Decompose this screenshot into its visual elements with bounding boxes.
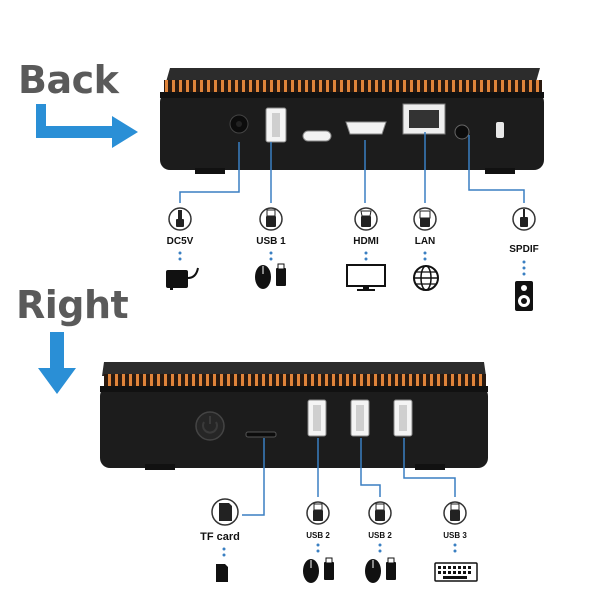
ethernet-plug-icon (412, 203, 438, 240)
usb-plug-icon (258, 203, 284, 240)
port-label-dc5v: DC5V (166, 236, 194, 247)
right-title: Right (16, 283, 129, 327)
speaker-icon (514, 280, 534, 317)
sd-card-icon (210, 497, 240, 532)
arrow-right-icon (36, 104, 138, 148)
micro-sd-icon (214, 562, 230, 589)
usb-plug-icon-2b (367, 497, 393, 534)
port-label-spdif: SPDIF (509, 244, 539, 255)
mouse-and-usb-stick-icon (252, 262, 292, 295)
port-label-usb1: USB 1 (256, 236, 286, 247)
back-title: Back (18, 58, 119, 102)
monitor-icon (346, 264, 386, 297)
dc-plug-icon (168, 203, 192, 240)
globe-icon (412, 264, 440, 297)
keyboard-icon (434, 562, 478, 587)
port-label-usb3: USB 3 (443, 531, 467, 540)
device-back-view (160, 68, 544, 174)
arrow-down-icon (38, 332, 76, 394)
port-label-usb2a: USB 2 (306, 531, 330, 540)
audio-plug-icon (511, 203, 537, 240)
mouse-and-usb-stick-icon-2a (300, 556, 340, 589)
usb-plug-icon-2a (305, 497, 331, 534)
usb-plug-icon-3 (442, 497, 468, 534)
port-label-usb2b: USB 2 (368, 531, 392, 540)
port-label-tf-card: TF card (200, 531, 240, 543)
hdmi-plug-icon (353, 203, 379, 240)
device-right-view (100, 362, 488, 470)
port-label-lan: LAN (414, 236, 436, 247)
port-label-hdmi: HDMI (353, 236, 379, 247)
power-adapter-icon (164, 262, 200, 295)
mouse-and-usb-stick-icon-2b (362, 556, 402, 589)
